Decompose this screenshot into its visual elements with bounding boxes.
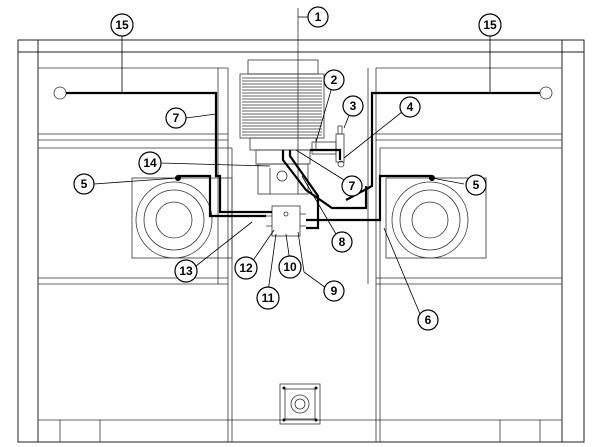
- callout-5-right: 5: [465, 174, 487, 196]
- bottom-flange-unit: [279, 383, 321, 425]
- manifold-block: [266, 205, 306, 237]
- callout-12: 12: [234, 256, 258, 280]
- svg-text:6: 6: [425, 313, 432, 327]
- svg-text:8: 8: [339, 235, 346, 249]
- right-mount-point: [539, 86, 553, 100]
- svg-text:5: 5: [81, 177, 88, 191]
- svg-text:10: 10: [283, 260, 297, 274]
- callout-7-right: 7: [341, 175, 363, 197]
- leader-lines: [93, 16, 491, 315]
- callout-15-left: 15: [110, 13, 134, 37]
- callout-9: 9: [323, 280, 345, 302]
- svg-text:15: 15: [483, 18, 497, 32]
- left-mount-point: [53, 86, 67, 100]
- callout-8: 8: [331, 231, 353, 253]
- svg-text:11: 11: [262, 291, 275, 305]
- callout-15-right: 15: [478, 13, 502, 37]
- svg-text:5: 5: [473, 178, 480, 192]
- motor-fins: [242, 77, 322, 136]
- callout-3: 3: [342, 95, 364, 117]
- motor-assembly: [239, 59, 325, 195]
- svg-text:1: 1: [315, 10, 322, 24]
- callout-7-left: 7: [165, 107, 187, 129]
- svg-text:2: 2: [331, 73, 338, 87]
- svg-text:3: 3: [350, 99, 357, 113]
- callout-13: 13: [174, 259, 198, 283]
- callout-11: 11: [256, 286, 280, 310]
- svg-text:7: 7: [349, 179, 356, 193]
- relief-valve: [311, 125, 345, 168]
- callout-5-left: 5: [73, 173, 95, 195]
- svg-text:9: 9: [331, 284, 338, 298]
- pipework: [66, 91, 540, 230]
- svg-text:13: 13: [179, 264, 193, 278]
- callout-6: 6: [417, 309, 439, 331]
- svg-text:4: 4: [407, 100, 414, 114]
- svg-text:7: 7: [173, 111, 180, 125]
- callout-14: 14: [138, 151, 162, 175]
- svg-text:14: 14: [143, 156, 157, 170]
- callout-10: 10: [278, 255, 302, 279]
- svg-text:12: 12: [239, 261, 253, 275]
- callout-1: 1: [307, 6, 329, 28]
- svg-text:15: 15: [115, 18, 129, 32]
- machine-frame: [17, 39, 585, 443]
- left-drum: [131, 175, 233, 259]
- callout-2: 2: [323, 69, 345, 91]
- callout-4: 4: [399, 96, 421, 118]
